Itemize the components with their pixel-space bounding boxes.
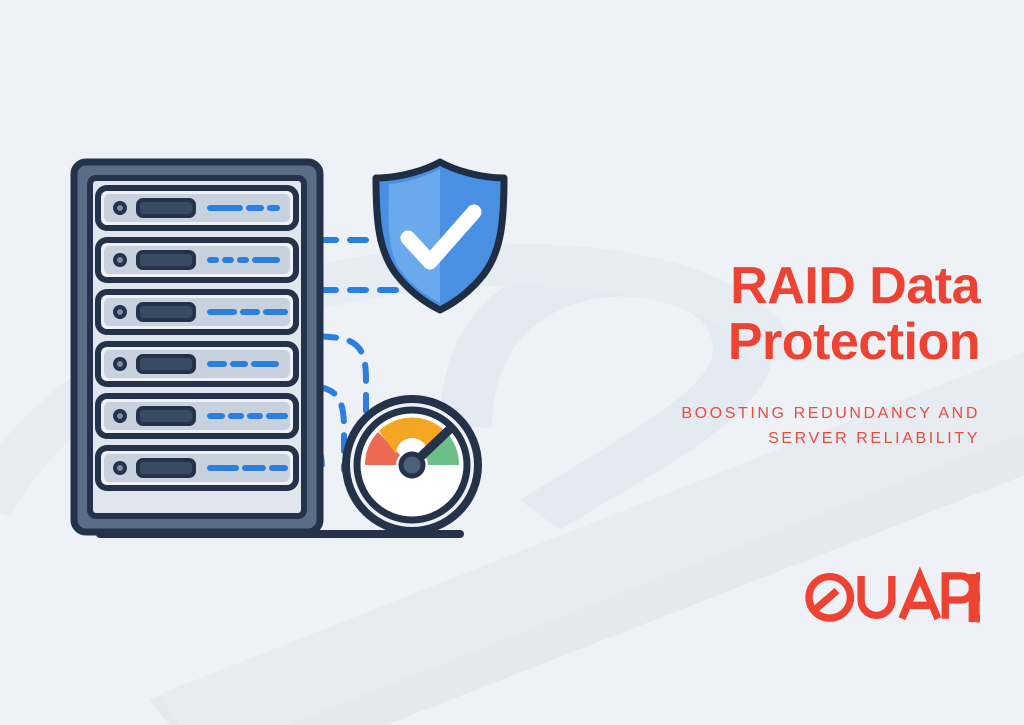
subtitle-line-1: Boosting Redundancy and [681,405,980,423]
server-unit[interactable] [95,393,299,439]
subtitle-line-2: Server Reliability [768,430,980,448]
gauge-segment-high [424,432,460,465]
letter-a [898,566,942,621]
checkmark-icon [400,204,482,270]
drive-slot [136,302,196,322]
q-ring-icon [805,572,855,622]
drive-slot [136,354,196,374]
page-title: RAID Data Protection [560,257,981,372]
gauge-segment-low [364,432,400,465]
server-illustration [70,158,508,538]
server-unit[interactable] [95,341,299,387]
server-unit[interactable] [95,237,299,283]
server-unit[interactable] [95,445,299,491]
drive-slot [136,250,196,270]
drive-slot [136,458,196,478]
quape-logotype[interactable] [805,565,980,627]
q-slash-icon [809,587,840,615]
letter-p [941,572,977,619]
letter-u [857,575,896,619]
shield-check-icon [372,158,508,314]
server-unit[interactable] [95,289,299,335]
headline-block: RAID Data Protection Boosting Redundancy… [560,258,980,452]
title-line-1: RAID Data [730,257,980,315]
title-line-2: Protection [727,313,981,372]
drive-slot [136,198,196,218]
brand-logo[interactable] [700,565,980,627]
gauge-hub [398,451,426,479]
drive-slot [136,406,196,426]
letter-e-stem [968,573,976,623]
performance-gauge-icon [342,395,482,535]
server-unit[interactable] [95,185,299,231]
page-subtitle: Boosting Redundancy and Server Reliabili… [560,402,980,452]
server-units [95,185,299,491]
